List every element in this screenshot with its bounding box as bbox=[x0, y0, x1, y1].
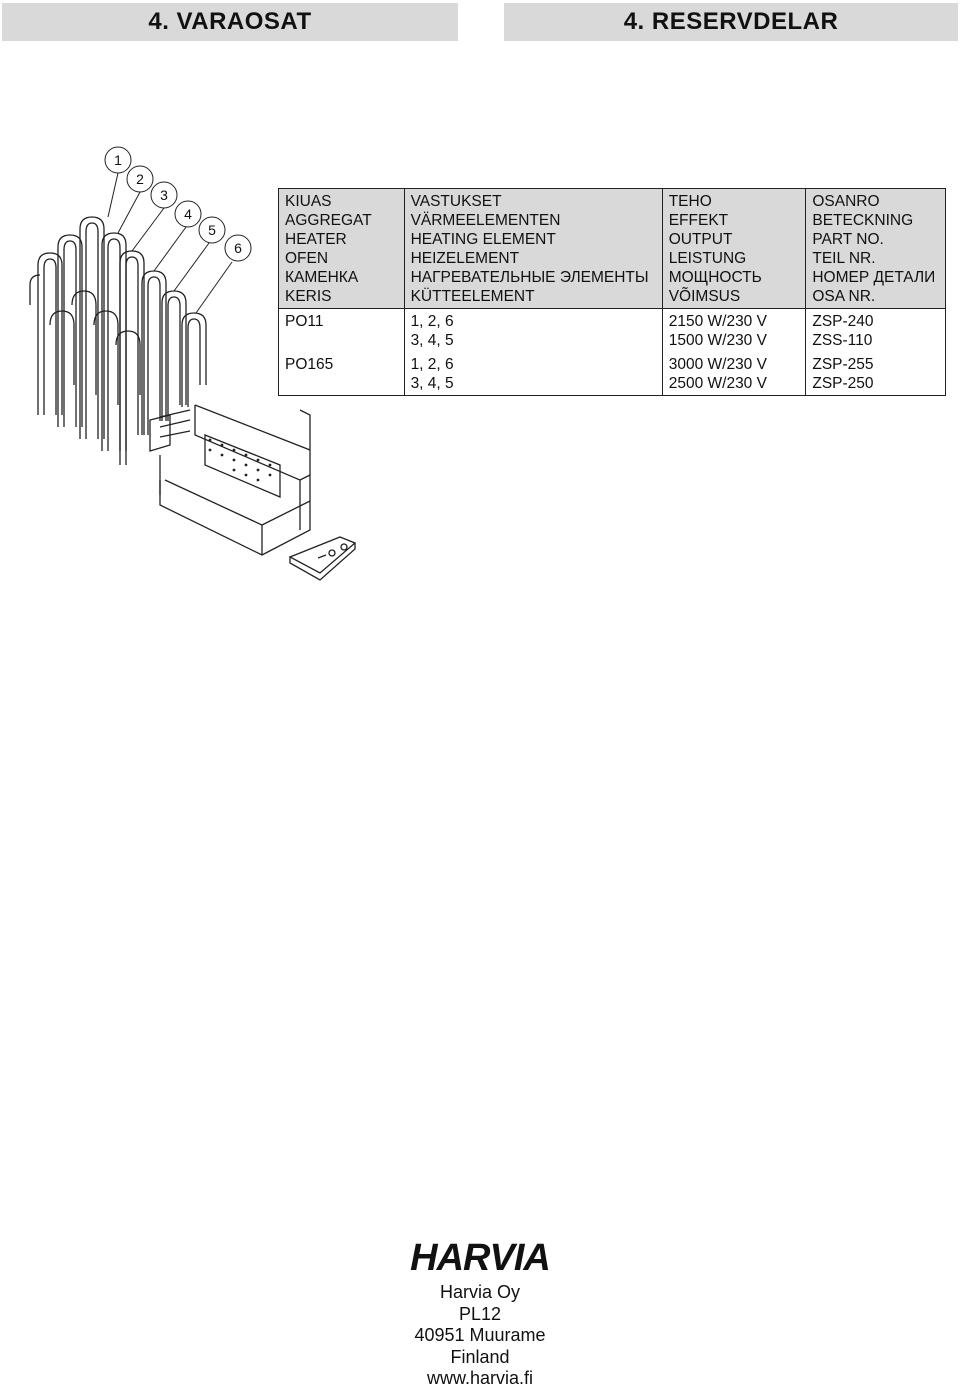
country: Finland bbox=[450, 1346, 510, 1367]
company-footer: HARVIA Harvia Oy PL12 40951 Muurame Finl… bbox=[380, 1236, 580, 1390]
callout-1: 1 bbox=[114, 152, 122, 168]
callout-2: 2 bbox=[136, 171, 144, 187]
callout-6: 6 bbox=[234, 240, 242, 256]
harvia-logo: HARVIA bbox=[410, 1237, 551, 1276]
postal-city: 40951 Muurame bbox=[414, 1325, 546, 1345]
svg-text:HARVIA: HARVIA bbox=[410, 1237, 550, 1276]
section-title-finnish: 4. VARAOSAT bbox=[2, 3, 458, 41]
website-link[interactable]: www.harvia.fi bbox=[426, 1368, 534, 1388]
part-no-cell: ZSP-240 ZSS-110 bbox=[805, 308, 946, 352]
model-cell: PO11 bbox=[285, 313, 324, 330]
output-cell: 2150 W/230 V 1500 W/230 V bbox=[661, 308, 806, 352]
part-no-cell: ZSP-255 ZSP-250 bbox=[805, 352, 946, 396]
po-box: PL12 bbox=[458, 1303, 502, 1324]
header-part-no: OSANRO BETECKNING PART NO. TEIL NR. НОМЕ… bbox=[805, 188, 946, 309]
table-header-row: KIUAS AGGREGAT HEATER OFEN КАМЕНКА KERIS… bbox=[278, 188, 946, 309]
table-row: PO11 1, 2, 6 3, 4, 5 2150 W/230 V 1500 W… bbox=[279, 308, 946, 352]
elements-cell: 1, 2, 6 3, 4, 5 bbox=[403, 352, 663, 396]
model-cell: PO165 bbox=[285, 356, 334, 373]
elements-cell: 1, 2, 6 3, 4, 5 bbox=[403, 308, 663, 352]
callout-3: 3 bbox=[160, 187, 168, 203]
heater-parts-diagram: 1 2 3 4 5 6 bbox=[29, 146, 357, 581]
output-cell: 3000 W/230 V 2500 W/230 V bbox=[661, 352, 806, 396]
header-heating-element: VASTUKSET VÄRMEELEMENTEN HEATING ELEMENT… bbox=[403, 188, 663, 309]
callout-4: 4 bbox=[184, 206, 192, 222]
header-output: TEHO EFFEKT OUTPUT LEISTUNG МОЩНОСТЬ VÕI… bbox=[661, 188, 806, 309]
section-title-swedish: 4. RESERVDELAR bbox=[504, 3, 958, 41]
callout-5: 5 bbox=[208, 222, 216, 238]
header-heater: KIUAS AGGREGAT HEATER OFEN КАМЕНКА KERIS bbox=[278, 188, 405, 309]
company-name: Harvia Oy bbox=[439, 1282, 520, 1302]
table-row: PO165 1, 2, 6 3, 4, 5 3000 W/230 V 2500 … bbox=[279, 352, 946, 396]
spare-parts-table: KIUAS AGGREGAT HEATER OFEN КАМЕНКА KERIS… bbox=[278, 188, 946, 396]
